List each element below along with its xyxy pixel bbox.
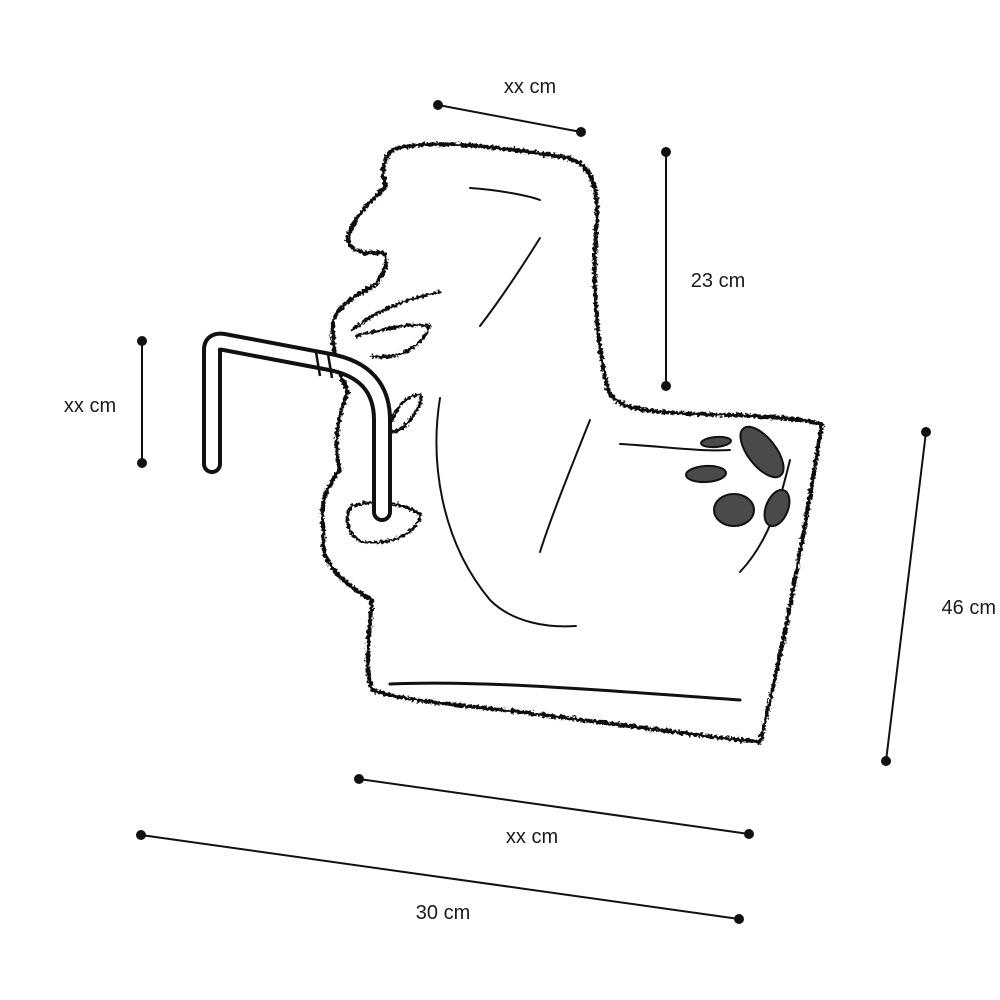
crease-mid bbox=[539, 419, 591, 553]
crease-back bbox=[479, 237, 541, 327]
dimension-labels: xx cm 23 cm xx cm 46 cm xx cm 30 cm bbox=[64, 76, 996, 924]
crease-main bbox=[435, 397, 577, 628]
bed-inner-fold-2 bbox=[354, 323, 432, 359]
label-total-width: 30 cm bbox=[416, 902, 470, 924]
crease-front bbox=[619, 443, 731, 452]
crease-base bbox=[388, 681, 742, 702]
bed-outline bbox=[319, 142, 824, 744]
crease-top bbox=[469, 187, 541, 201]
paw-print-icon bbox=[685, 425, 791, 528]
label-base-width: xx cm bbox=[506, 826, 558, 848]
dim-hook-height bbox=[137, 336, 147, 468]
label-top-width: xx cm bbox=[504, 76, 556, 98]
dimension-lines bbox=[136, 100, 931, 924]
dim-top-width bbox=[433, 100, 586, 137]
label-hook-height: xx cm bbox=[64, 395, 116, 417]
label-front-depth: 46 cm bbox=[942, 597, 996, 619]
dim-front-depth bbox=[881, 427, 931, 766]
dim-total-width bbox=[136, 830, 744, 924]
dim-base-width bbox=[354, 774, 754, 839]
bed-inner-fold bbox=[350, 290, 442, 332]
dim-back-height bbox=[661, 147, 671, 391]
hook-joint bbox=[314, 351, 334, 379]
bed-side-fold bbox=[390, 393, 424, 434]
label-back-height: 23 cm bbox=[691, 270, 745, 292]
hanger-hook bbox=[202, 331, 392, 522]
bed-creases bbox=[388, 187, 791, 702]
